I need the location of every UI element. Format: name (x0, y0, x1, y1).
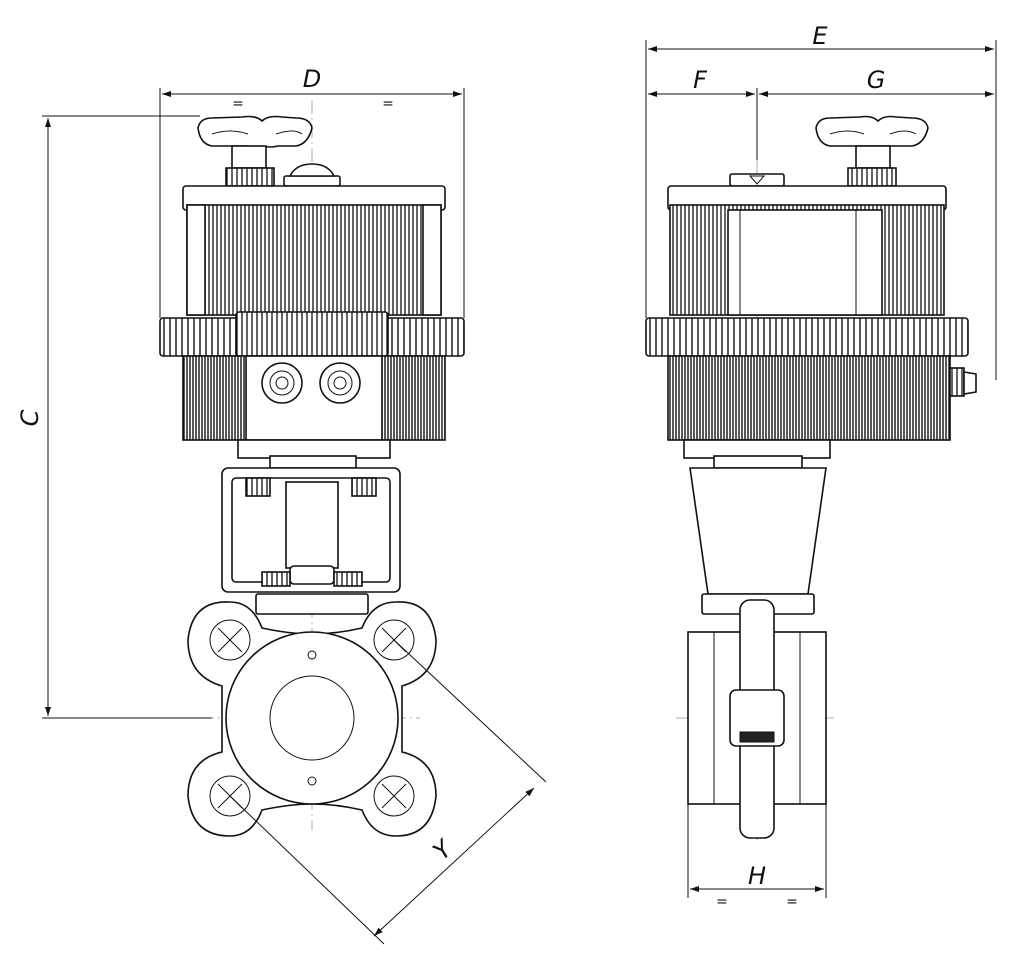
dimension-F-label: F (693, 66, 708, 94)
dimension-D-equal-left: = (232, 96, 244, 112)
dimension-D-label: D (303, 65, 321, 93)
cable-gland-right (319, 362, 361, 404)
dimension-E-label: E (812, 22, 828, 50)
actuator-housing-upper (186, 204, 442, 316)
dimension-H: H = = (687, 804, 827, 910)
dimension-D-equal-right: = (382, 96, 394, 112)
dimension-D: D = = (159, 65, 465, 318)
handwheel (197, 115, 313, 187)
dimension-H-label: H (748, 862, 766, 890)
front-view: D = = C Y (16, 65, 547, 945)
dimension-F: F (648, 66, 758, 160)
bolt-hole-top-left (209, 619, 251, 661)
handwheel-side (815, 115, 929, 187)
dimension-Y-label: Y (428, 833, 460, 865)
position-indicator (283, 163, 341, 187)
side-view: E F G H = = (645, 22, 997, 910)
stem-neck (255, 593, 369, 615)
dimension-C-label: C (16, 409, 44, 426)
mounting-bracket (221, 467, 401, 593)
valve-body-side (687, 599, 827, 839)
cable-gland-side (949, 367, 977, 397)
dimension-H-equal-right: = (786, 894, 798, 910)
dimension-H-equal-left: = (716, 894, 728, 910)
actuator-housing-lower-side (667, 355, 951, 441)
gear-ring-side (645, 317, 969, 357)
dimension-G-label: G (867, 66, 886, 94)
dimension-G: G (759, 66, 994, 97)
valve-body-front (187, 601, 437, 837)
cable-gland-left (261, 362, 303, 404)
dimension-E: E (645, 22, 997, 380)
dimension-C: C (16, 115, 212, 719)
cone-adapter (689, 467, 827, 595)
